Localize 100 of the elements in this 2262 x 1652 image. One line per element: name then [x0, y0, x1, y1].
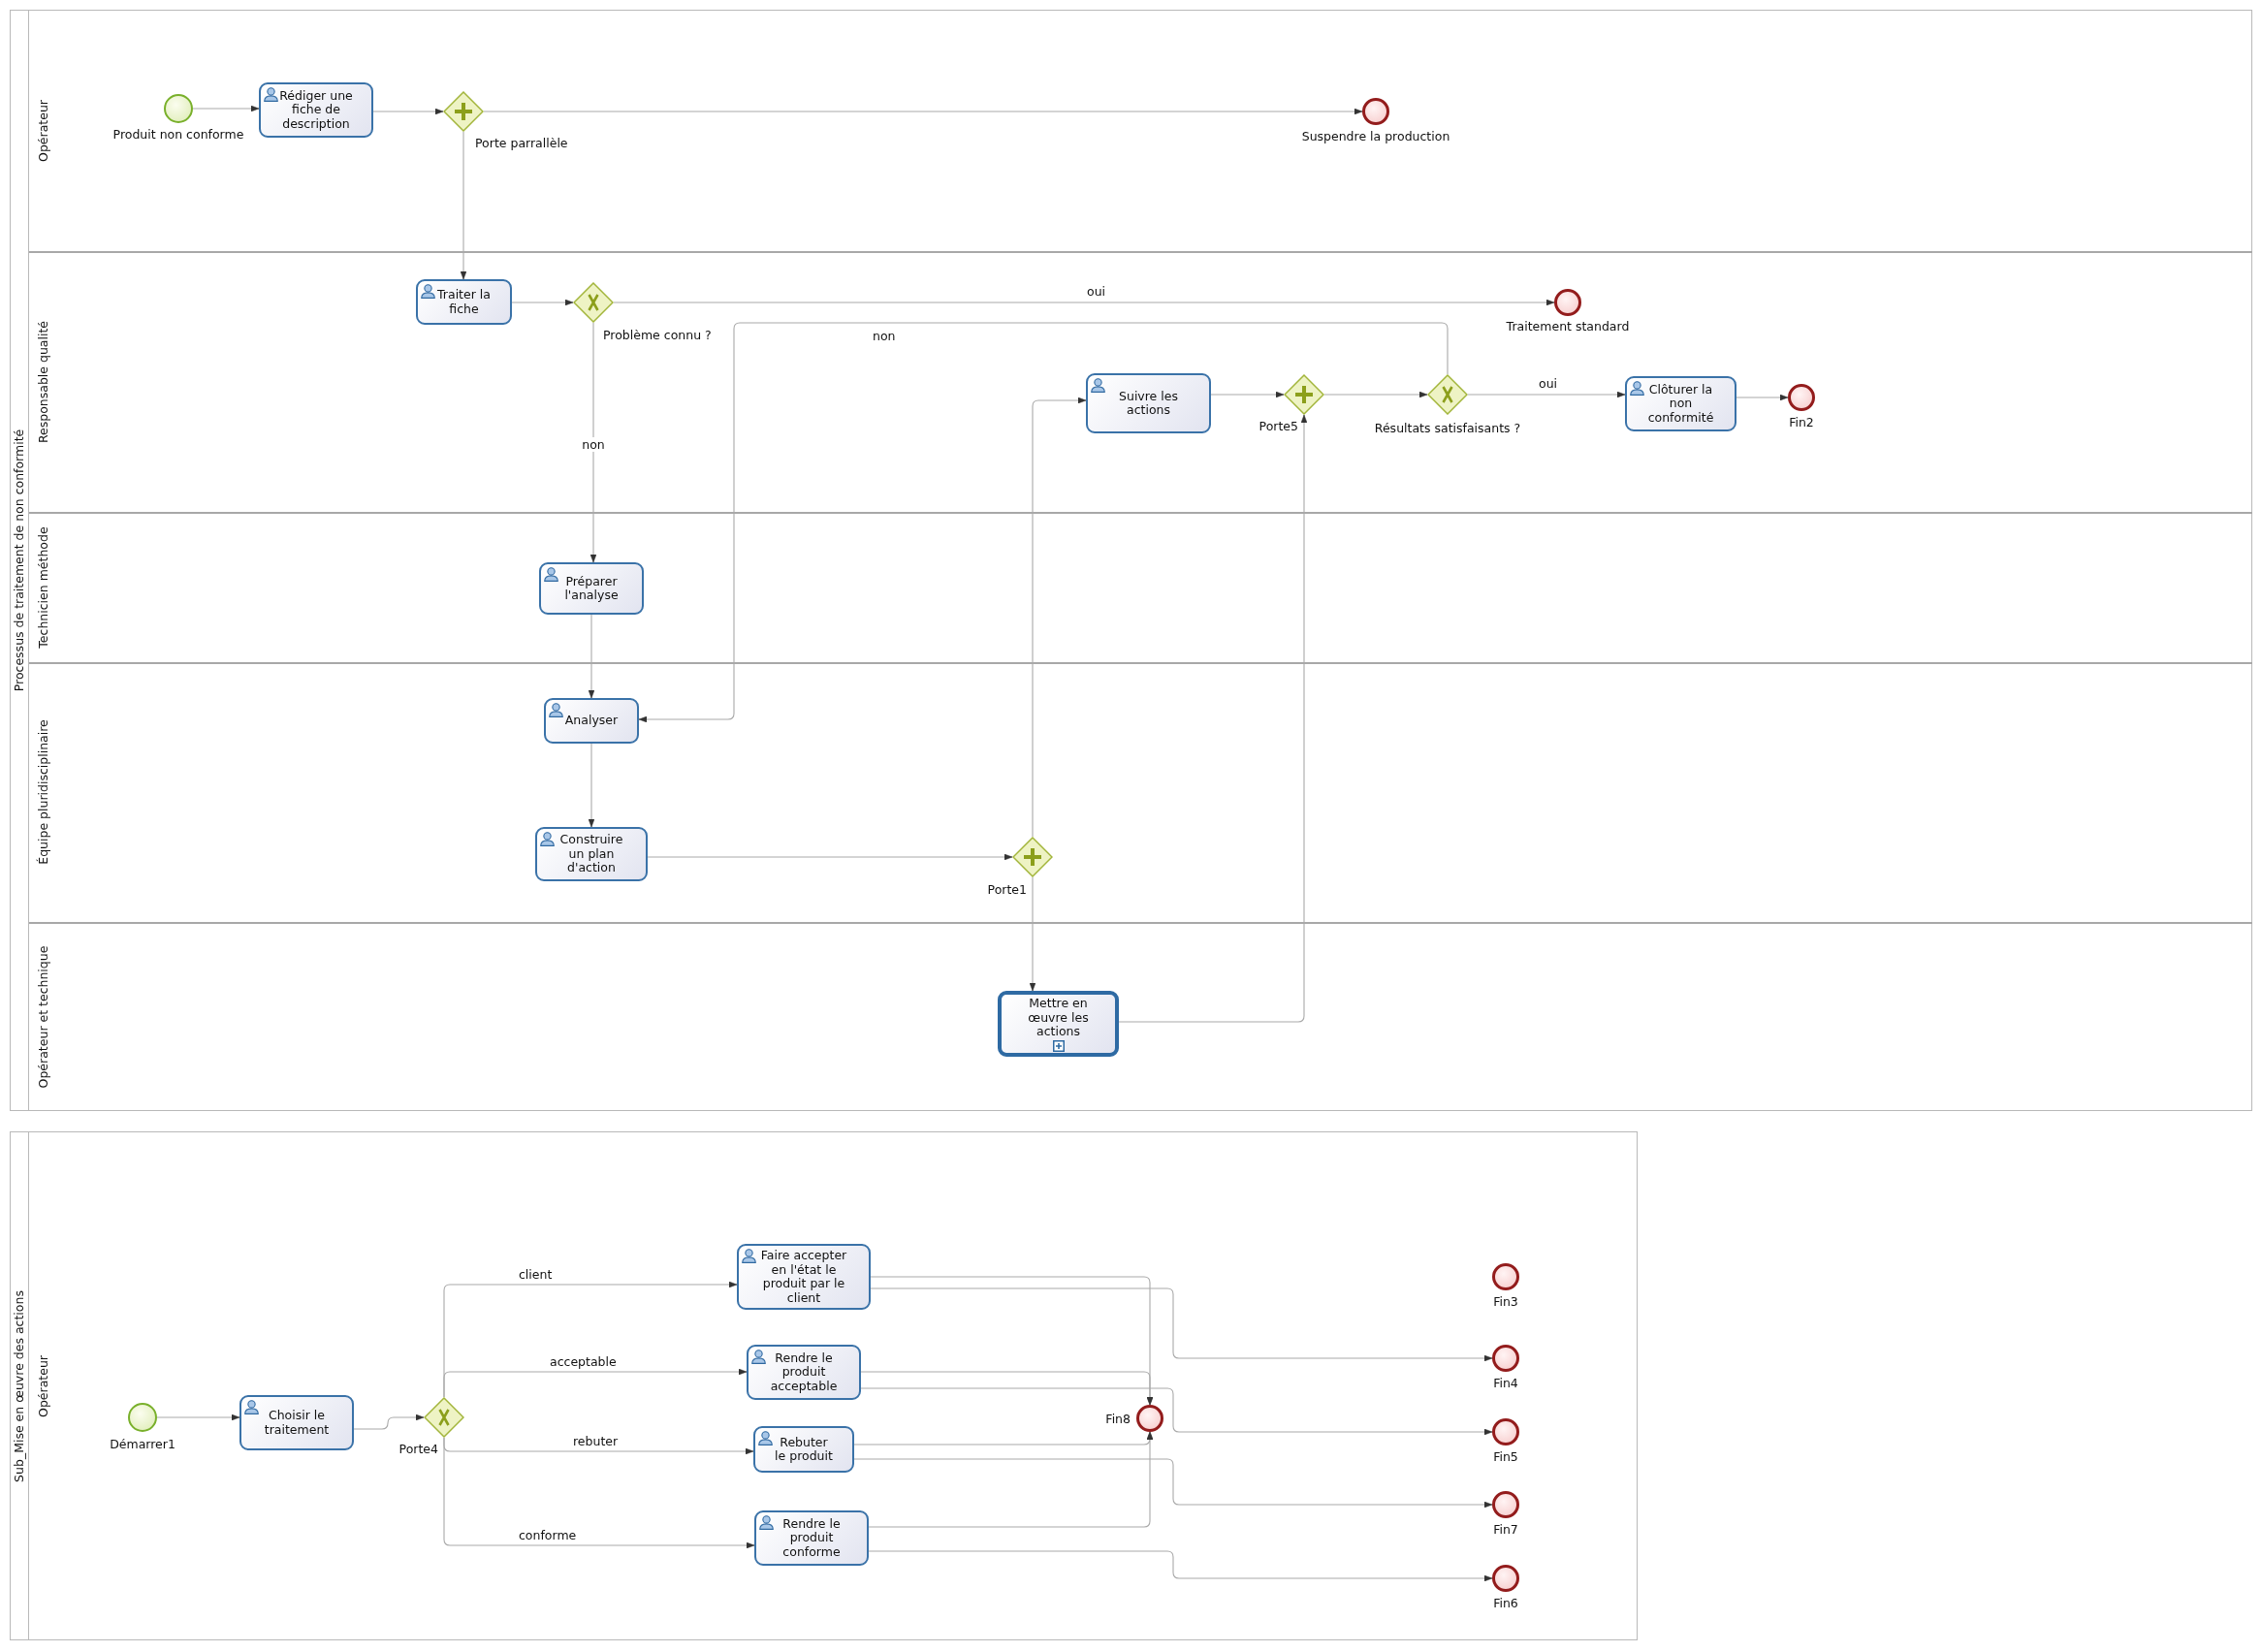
task-box [259, 82, 373, 138]
gateway-diamond [1012, 837, 1053, 877]
task-box [1625, 376, 1736, 431]
gateway-diamond [424, 1397, 464, 1438]
task-label: Construire un plan d'action [558, 833, 624, 875]
lane-label: Équipe pluridisciplinaire [35, 719, 50, 865]
gateway-label: Porte1 [987, 882, 1027, 897]
sequence-flow-arrow [589, 322, 597, 563]
event-label: Fin5 [1493, 1449, 1518, 1464]
task-label: Préparer l'analyse [563, 574, 620, 603]
edge-label: client [517, 1267, 555, 1282]
end-event-circle [1492, 1565, 1519, 1592]
gateway-diamond [573, 282, 614, 323]
sequence-flow-arrow [1467, 391, 1626, 398]
sequence-flow-arrow [647, 853, 1013, 861]
sequence-flow-arrow [853, 1458, 1493, 1509]
task-label: Suivre les actions [1118, 389, 1179, 418]
event-label: Fin6 [1493, 1596, 1518, 1610]
sequence-flow-arrow [870, 1287, 1493, 1362]
sequence-flow-arrow [192, 105, 260, 112]
gateway-label: Problème connu ? [603, 328, 712, 342]
task-box [539, 562, 644, 615]
end-event-circle [1492, 1263, 1519, 1290]
end-event-circle [1788, 384, 1815, 411]
lane-label: Technicien méthode [35, 525, 50, 649]
pool-frame [10, 10, 2252, 1111]
sequence-flow-arrow [860, 1371, 1154, 1406]
sequence-flow-arrow [443, 1368, 748, 1398]
edge-label: acceptable [548, 1354, 619, 1369]
end-event-circle [1136, 1405, 1163, 1432]
sequence-flow-arrow [868, 1431, 1154, 1528]
task-box [753, 1426, 854, 1473]
gateway-diamond [1427, 374, 1468, 415]
sequence-flow-arrow [511, 299, 574, 306]
edge-label: conforme [517, 1528, 579, 1542]
sequence-flow-arrow [1118, 414, 1308, 1023]
sequence-flow-arrow [1736, 394, 1789, 401]
gateway-diamond [443, 91, 484, 132]
task-box [737, 1244, 871, 1310]
task-box [1086, 373, 1211, 433]
task-label: Rendre le produit conforme [781, 1516, 842, 1560]
lane-label: Opérateur [35, 1354, 50, 1417]
end-event-circle [1554, 289, 1581, 316]
end-event-circle [1362, 98, 1389, 125]
gateway-label: Porte5 [1258, 419, 1298, 433]
subprocess-box [998, 991, 1119, 1057]
task-label: Traiter la fiche [436, 288, 492, 316]
event-label: Démarrer1 [110, 1437, 175, 1451]
sequence-flow-arrow [1323, 391, 1428, 398]
event-label: Fin2 [1789, 415, 1814, 429]
edge-label: rebuter [571, 1434, 621, 1448]
swimlane [28, 662, 2252, 922]
sequence-flow-arrow [1210, 391, 1285, 398]
gateway-label: Résultats satisfaisants ? [1374, 421, 1521, 435]
event-label: Fin8 [1105, 1412, 1131, 1426]
swimlane [28, 922, 2252, 1111]
sequence-flow-arrow [353, 1414, 425, 1430]
sequence-flow-arrow [443, 1437, 755, 1549]
lane-label: Responsable qualité [35, 320, 50, 443]
sequence-flow-arrow [372, 108, 444, 115]
sequence-flow-arrow [860, 1387, 1493, 1436]
task-label: Clôturer la non conformité [1646, 382, 1715, 426]
task-label: Rebuter le produit [774, 1435, 834, 1464]
task-label: Choisir le traitement [263, 1409, 331, 1437]
event-label: Produit non conforme [112, 127, 244, 142]
end-event-circle [1492, 1418, 1519, 1446]
gateway-label: Porte parrallèle [475, 136, 568, 150]
sequence-flow-arrow [1029, 876, 1036, 992]
task-box [535, 827, 648, 881]
event-label: Fin7 [1493, 1522, 1518, 1537]
swimlane [28, 251, 2252, 512]
lane-label: Opérateur [35, 99, 50, 162]
sequence-flow-arrow [613, 299, 1555, 306]
gateway-diamond [1284, 374, 1324, 415]
task-box [544, 698, 639, 744]
task-box [747, 1345, 861, 1400]
sequence-flow-arrow [588, 743, 595, 828]
task-label: Mettre en œuvre les actions [1027, 997, 1090, 1039]
sequence-flow-arrow [638, 322, 1449, 723]
task-label: Rendre le produit acceptable [769, 1350, 839, 1394]
sequence-flow-arrow [156, 1414, 240, 1421]
task-box [416, 279, 512, 325]
task-box [754, 1510, 869, 1566]
sequence-flow-arrow [483, 108, 1363, 115]
sequence-flow-arrow [588, 614, 595, 699]
event-label: Fin3 [1493, 1294, 1518, 1309]
swimlane [28, 512, 2252, 662]
end-event-circle [1492, 1491, 1519, 1518]
pool-label: Sub_Mise en œuvre des actions [12, 1289, 26, 1482]
task-label: Rédiger une fiche de description [278, 88, 354, 132]
sequence-flow-arrow [1032, 397, 1087, 838]
gateway-label: Porte4 [398, 1442, 438, 1456]
edge-label: non [580, 437, 607, 452]
sequence-flow-arrow [868, 1550, 1493, 1582]
event-label: Traitement standard [1506, 319, 1630, 334]
start-event-circle [128, 1403, 157, 1432]
end-event-circle [1492, 1345, 1519, 1372]
pool-label: Processus de traitement de non conformité [12, 429, 26, 692]
sequence-flow-arrow [460, 131, 467, 280]
start-event-circle [164, 94, 193, 123]
